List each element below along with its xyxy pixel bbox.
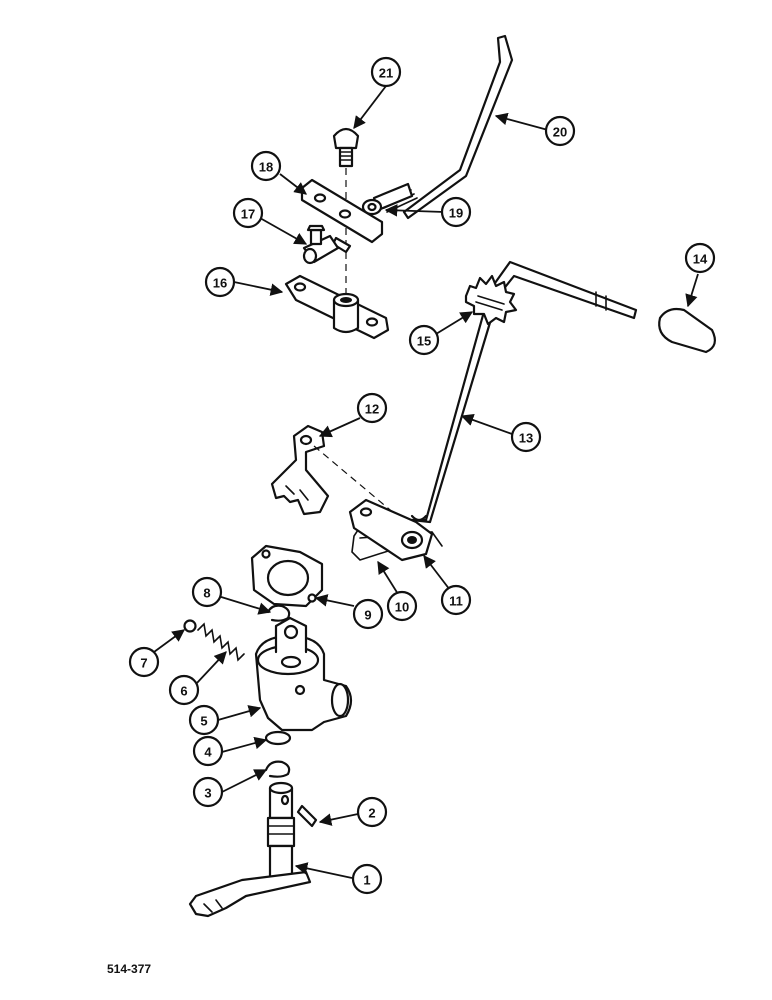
svg-text:8: 8 [203, 586, 210, 601]
circlip-4 [264, 730, 292, 746]
svg-text:11: 11 [449, 594, 463, 609]
pin-2 [296, 804, 318, 828]
fork-12 [270, 424, 330, 516]
pivot-plate-11 [348, 498, 434, 562]
callout-1: 1 [351, 863, 383, 895]
callout-11: 11 [440, 584, 472, 616]
callout-7: 7 [128, 646, 160, 678]
svg-text:20: 20 [553, 125, 567, 140]
svg-text:4: 4 [204, 745, 212, 760]
callout-4: 4 [192, 735, 224, 767]
svg-text:18: 18 [259, 160, 273, 175]
callout-18: 18 [250, 150, 282, 182]
shift-rod-20 [372, 34, 514, 220]
callout-19: 19 [440, 196, 472, 228]
callout-20: 20 [544, 115, 576, 147]
spring-6 [197, 622, 245, 662]
svg-text:5: 5 [200, 714, 207, 729]
callout-17: 17 [232, 197, 264, 229]
svg-text:10: 10 [395, 600, 409, 615]
circlip-8 [266, 604, 291, 622]
nut-19 [361, 198, 383, 216]
knob-14 [658, 307, 717, 354]
callout-15: 15 [408, 324, 440, 356]
svg-text:6: 6 [180, 684, 187, 699]
figure-code: 514-377 [107, 962, 152, 976]
svg-text:13: 13 [519, 431, 533, 446]
svg-text:2: 2 [368, 806, 375, 821]
svg-text:17: 17 [241, 207, 255, 222]
svg-text:1: 1 [363, 873, 370, 888]
bracket-plate-16 [284, 274, 390, 340]
svg-text:14: 14 [693, 252, 708, 267]
callout-21: 21 [370, 56, 402, 88]
bolt-21 [332, 127, 360, 168]
svg-text:15: 15 [417, 334, 431, 349]
housing-5 [254, 616, 353, 732]
svg-text:19: 19 [449, 206, 463, 221]
callout-8: 8 [191, 576, 223, 608]
callout-14: 14 [684, 242, 716, 274]
gasket-9 [250, 544, 324, 608]
callout-10: 10 [386, 590, 418, 622]
callout-2: 2 [356, 796, 388, 828]
svg-text:12: 12 [365, 402, 379, 417]
ball-7 [183, 619, 197, 633]
callout-6: 6 [168, 674, 200, 706]
swivel-17 [302, 224, 340, 265]
svg-text:21: 21 [379, 66, 393, 81]
callout-12: 12 [356, 392, 388, 424]
callout-16: 16 [204, 266, 236, 298]
callout-9: 9 [352, 598, 384, 630]
svg-text:7: 7 [140, 656, 147, 671]
callout-13: 13 [510, 421, 542, 453]
gear-15 [464, 274, 518, 326]
leader-lines [153, 85, 699, 879]
gear-lever-13 [410, 260, 638, 524]
svg-text:9: 9 [364, 608, 371, 623]
svg-text:3: 3 [204, 786, 211, 801]
plate-18 [300, 178, 384, 254]
shift-shaft-1 [188, 781, 312, 918]
callout-5: 5 [188, 704, 220, 736]
svg-text:16: 16 [213, 276, 227, 291]
circlip-3 [264, 760, 291, 778]
callout-3: 3 [192, 776, 224, 808]
